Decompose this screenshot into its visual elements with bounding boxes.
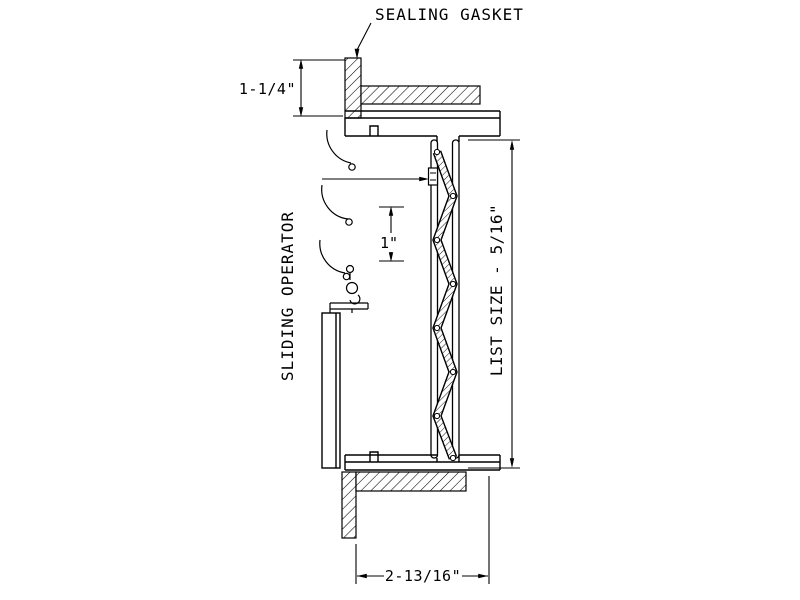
- frame-head-profile: [344, 110, 501, 142]
- dim-arrow-icon: [357, 573, 367, 579]
- blade-spacing-value: 1": [380, 234, 398, 252]
- top-wall-section: [344, 57, 481, 119]
- blade-pivots: [433, 148, 457, 462]
- operator-swing-arcs: [319, 129, 356, 281]
- leader-arrow-icon: [354, 48, 360, 59]
- bottom-wall-section: [341, 471, 467, 539]
- head-depth-value: 1-1/4": [239, 80, 296, 98]
- dim-arrow-icon: [298, 107, 304, 117]
- sealing-gasket-label: SEALING GASKET: [375, 5, 524, 24]
- dimension-list-size: LIST SIZE - 5/16": [468, 139, 520, 469]
- dim-arrow-icon: [298, 59, 304, 69]
- dim-arrow-icon: [478, 573, 488, 579]
- leader-arrow-icon: [419, 176, 429, 182]
- operator-bar-slot: [427, 167, 439, 186]
- operator-mechanism: [329, 264, 369, 313]
- dimension-head-depth: 1-1/4": [239, 59, 345, 117]
- frame-sill-profile: [344, 451, 501, 471]
- list-size-value: LIST SIZE - 5/16": [487, 204, 506, 376]
- operator-bar-leader: [322, 176, 429, 182]
- sliding-channel: [321, 312, 341, 469]
- dim-arrow-icon: [388, 252, 394, 262]
- sliding-operator-label: SLIDING OPERATOR: [278, 211, 297, 381]
- sealing-gasket-callout: SEALING GASKET: [354, 5, 524, 59]
- overall-depth-value: 2-13/16": [385, 567, 461, 585]
- dim-arrow-icon: [388, 206, 394, 216]
- dim-arrow-icon: [509, 140, 515, 150]
- dimension-overall-depth: 2-13/16": [355, 476, 490, 585]
- louver-blade-assembly: [427, 139, 460, 462]
- dim-arrow-icon: [509, 458, 515, 468]
- dimension-blade-spacing: 1": [377, 206, 404, 262]
